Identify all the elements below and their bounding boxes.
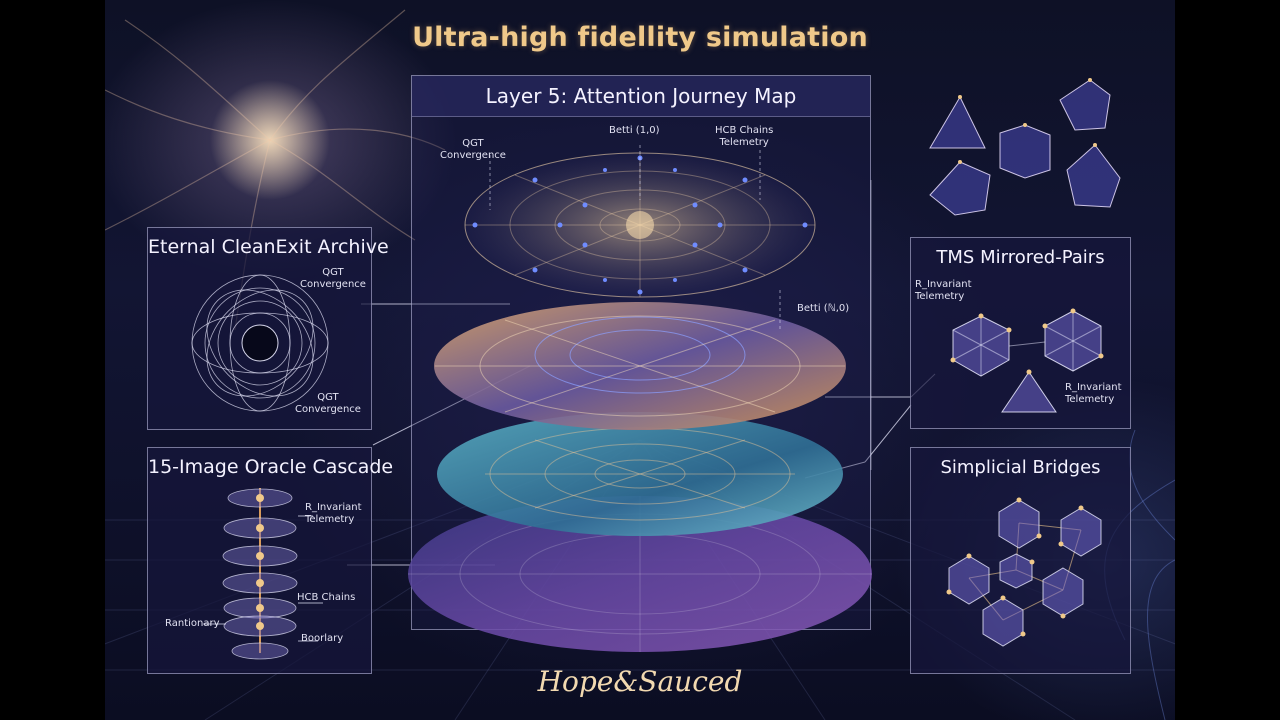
torus-wireframe — [191, 274, 329, 412]
page-title: Ultra-high fidellity simulation — [412, 22, 868, 53]
mirrored-polyhedra — [950, 308, 1104, 413]
layer-disk-violet — [408, 496, 872, 652]
vertical-guides — [489, 145, 781, 330]
violet-disk-grid — [408, 496, 872, 652]
network-nodes — [472, 155, 808, 295]
cascade-label-hcb: HCB Chains — [297, 592, 356, 603]
neuron-filaments — [105, 9, 446, 331]
cascade-label-boundary: Boorlary — [301, 633, 344, 644]
panel-title: Eternal CleanExit Archive — [148, 236, 389, 258]
cascade-label-left: Rantionary — [165, 618, 220, 629]
label-betti-top: Betti (1,0) — [609, 125, 660, 136]
tms-mirrored-pairs-panel: TMS Mirrored-Pairs — [910, 237, 1131, 429]
neuron-glow — [210, 80, 330, 200]
brand-signature: Hope&Sauced — [537, 665, 743, 698]
bridge-polyhedra — [946, 497, 1102, 647]
simplicial-bridges-panel: Simplicial Bridges — [910, 447, 1131, 674]
network-core — [626, 211, 654, 239]
layer-disk-orange — [434, 302, 846, 430]
simulation-poster: Ultra-high fidellity simulation Layer 5:… — [105, 0, 1175, 720]
eternal-cleanexit-archive-panel: Eternal CleanExit Archive — [147, 227, 389, 430]
panel-title: 15-Image Oracle Cascade — [148, 456, 394, 478]
layer-stack — [408, 145, 872, 652]
panel-title: TMS Mirrored-Pairs — [936, 247, 1105, 268]
panel-title: Simplicial Bridges — [940, 457, 1101, 478]
panel-header: Layer 5: Attention Journey Map — [412, 76, 870, 117]
cascade-stack — [203, 488, 323, 660]
panel-title: Layer 5: Attention Journey Map — [485, 84, 797, 108]
oracle-cascade-panel: 15-Image Oracle Cascade — [147, 447, 394, 674]
orange-disk-grid — [435, 315, 845, 417]
label-betti-right: Betti (ℕ,0) — [797, 303, 850, 314]
layer-disk-teal — [437, 412, 843, 536]
